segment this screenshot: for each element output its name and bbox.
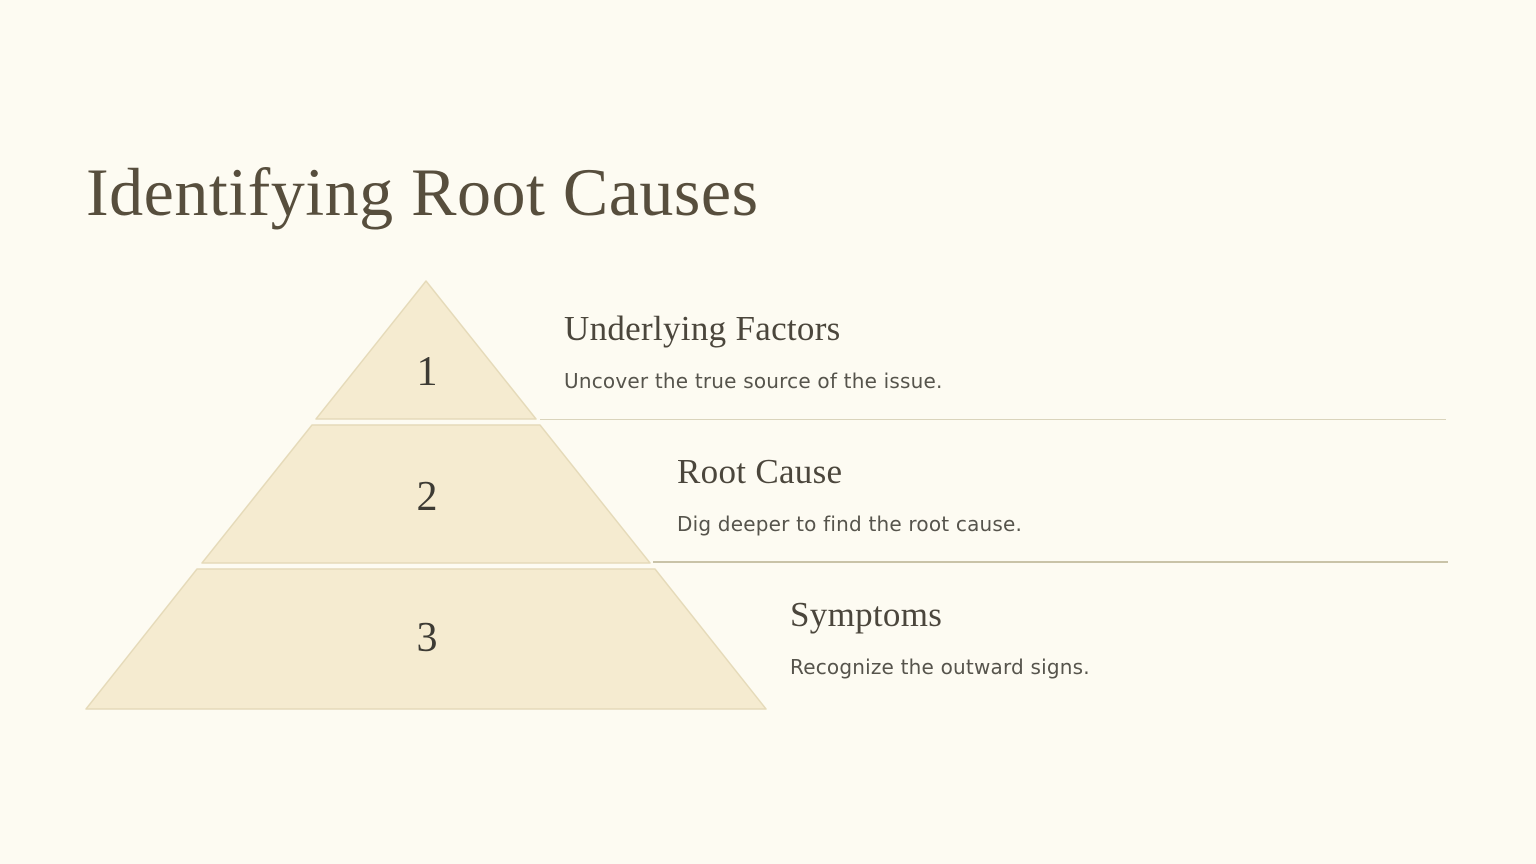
row-divider-2 [653,561,1448,563]
pyramid-tier-2-number: 2 [417,474,438,520]
pyramid-tier-3-number: 3 [417,615,438,661]
tier-heading: Root Cause [677,452,843,491]
pyramid-tier-2-shape [201,424,651,564]
slide-title: Identifying Root Causes [86,154,759,230]
tier-description: Recognize the outward signs. [790,654,1090,679]
row-divider-1 [540,419,1446,420]
pyramid-tier-1-number: 1 [417,349,438,395]
tier-heading: Symptoms [790,595,943,634]
tier-row-underlying-factors: Underlying Factors Uncover the true sour… [564,306,943,394]
pyramid-tier-3-shape [85,568,767,710]
tier-row-root-cause: Root Cause Dig deeper to find the root c… [677,449,1022,537]
tier-description: Uncover the true source of the issue. [564,368,943,393]
tier-row-symptoms: Symptoms Recognize the outward signs. [790,592,1090,680]
tier-description: Dig deeper to find the root cause. [677,511,1023,536]
tier-heading: Underlying Factors [564,309,841,348]
pyramid-tier-1-shape [315,280,537,420]
